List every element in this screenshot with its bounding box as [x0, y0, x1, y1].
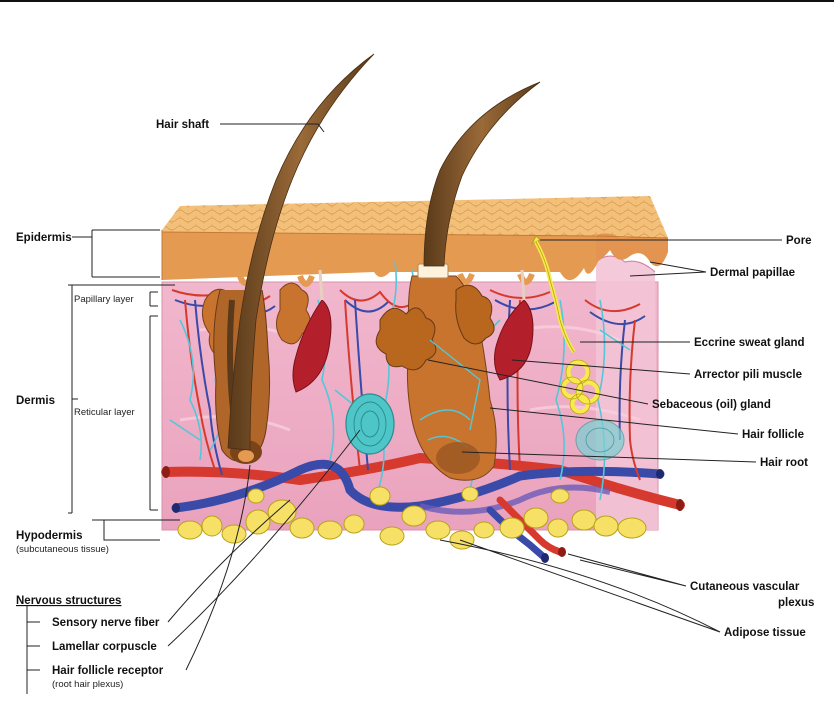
label-nervous-structures: Nervous structures [16, 595, 121, 607]
label-root-hair-plexus: (root hair plexus) [52, 679, 123, 690]
top-border [0, 0, 834, 2]
label-reticular-layer: Reticular layer [74, 407, 135, 418]
label-arrector-pili-muscle: Arrector pili muscle [694, 369, 802, 381]
blood-vessels [161, 289, 685, 563]
label-lamellar-corpuscle: Lamellar corpuscle [52, 641, 157, 653]
leader-lines [26, 123, 782, 694]
deep-vein [171, 459, 665, 513]
label-dermal-papillae: Dermal papillae [710, 267, 795, 279]
left-arrector-pili [292, 299, 332, 393]
label-hypodermis-sub: (subcutaneous tissue) [16, 544, 109, 555]
label-pore: Pore [786, 235, 812, 247]
label-hair-follicle-receptor: Hair follicle receptor [52, 665, 164, 677]
label-hair-follicle: Hair follicle [742, 429, 804, 441]
label-hypodermis: Hypodermis [16, 530, 82, 542]
adipose-tissue [177, 486, 647, 550]
left-hair-shaft [227, 53, 375, 451]
label-sebaceous-gland: Sebaceous (oil) gland [652, 399, 771, 411]
label-dermis: Dermis [16, 395, 55, 407]
label-papillary-layer: Papillary layer [74, 294, 134, 305]
sebaceous-cluster [375, 307, 437, 371]
label-epidermis: Epidermis [16, 232, 72, 244]
eccrine-sweat-gland [530, 235, 601, 415]
label-plexus: plexus [778, 597, 814, 609]
label-cutaneous-vascular: Cutaneous vascular [690, 581, 800, 593]
label-adipose-tissue: Adipose tissue [724, 627, 806, 639]
lamellar-corpuscle [345, 393, 625, 461]
right-hair-follicle [375, 263, 497, 481]
label-hair-shaft: Hair shaft [156, 119, 209, 131]
label-sensory-nerve-fiber: Sensory nerve fiber [52, 617, 160, 629]
label-hair-root: Hair root [760, 457, 808, 469]
deep-artery [161, 452, 685, 510]
label-eccrine-sweat-gland: Eccrine sweat gland [694, 337, 805, 349]
right-hair-shaft [423, 81, 541, 267]
right-arrector-pili [494, 299, 534, 381]
